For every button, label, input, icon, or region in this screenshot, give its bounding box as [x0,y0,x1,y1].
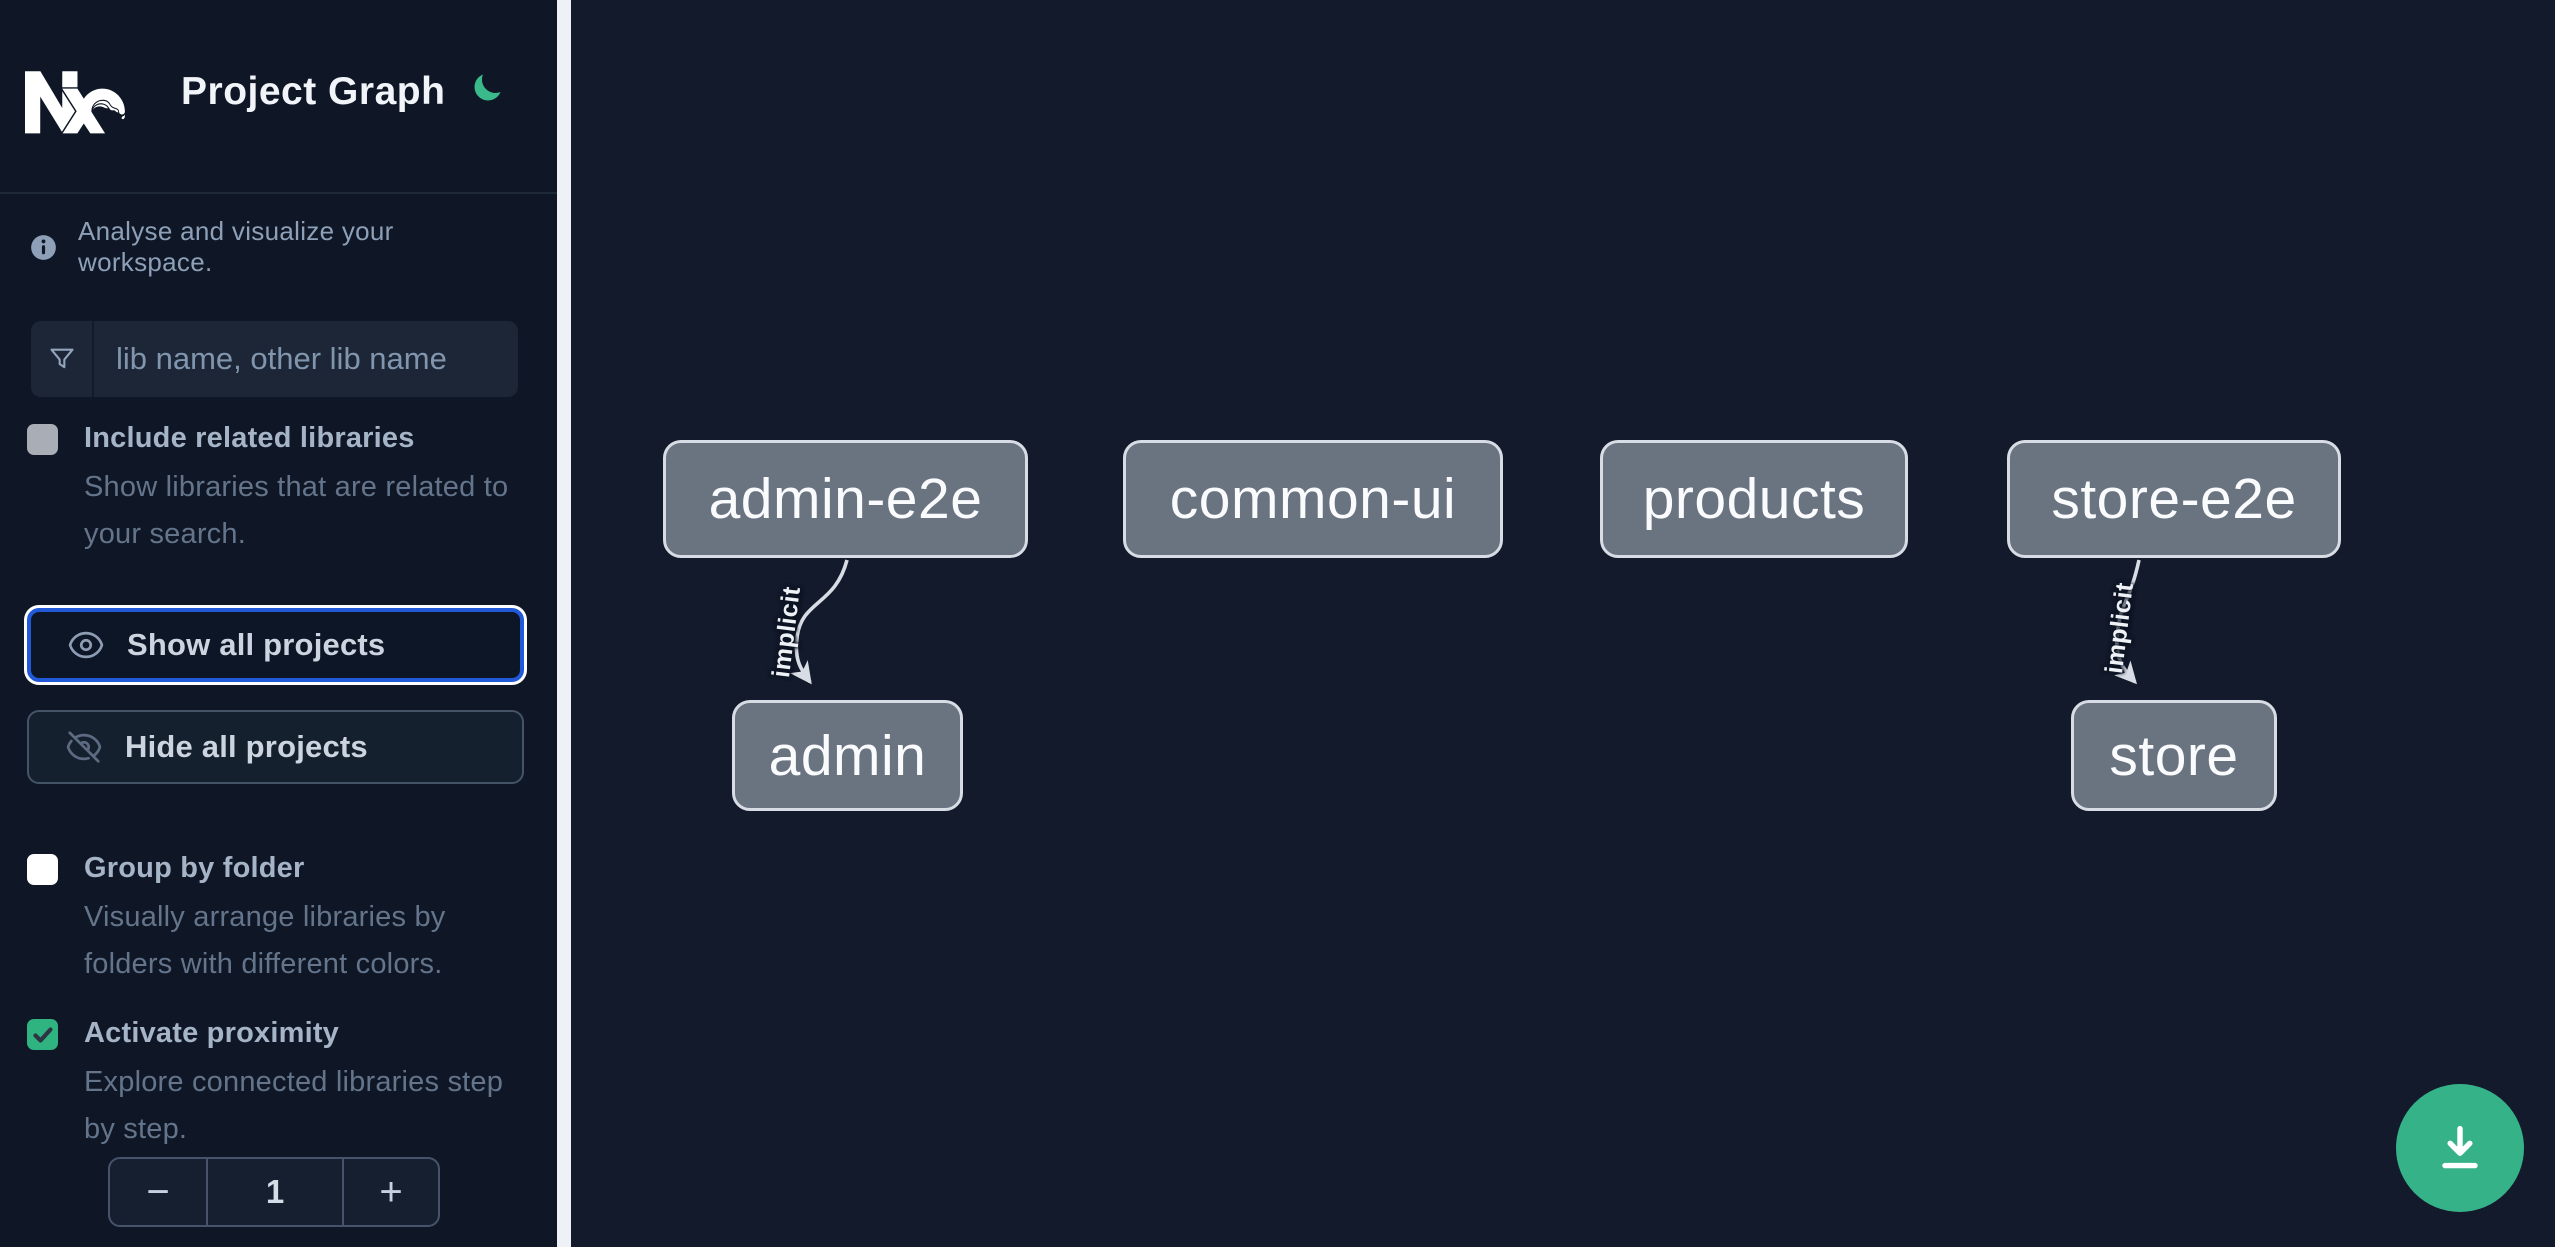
proximity-decrement-button[interactable]: − [110,1159,208,1225]
moon-icon[interactable] [468,68,508,108]
info-icon [30,234,57,261]
project-node-store-e2e[interactable]: store-e2e [2007,440,2341,558]
filter-input[interactable] [94,321,518,397]
filter-box [31,321,518,397]
proximity-increment-button[interactable]: + [342,1159,438,1225]
sidebar-scrollbar[interactable] [557,0,571,1247]
edge-store-e2e-store [2114,559,2141,685]
project-node-store[interactable]: store [2071,700,2277,811]
project-node-products[interactable]: products [1600,440,1908,558]
project-node-admin-e2e[interactable]: admin-e2e [663,440,1028,558]
nx-logo [25,60,126,140]
workspace-tagline: Analyse and visualize your workspace. [30,216,530,278]
graph-canvas[interactable]: implicit implicit admin-e2e common-ui pr… [571,0,2555,1247]
activate-proximity-checkbox[interactable] [27,1019,58,1050]
checkbox-label: Include related libraries [84,422,415,454]
checkbox-row-activate-proximity: Activate proximity Explore connected lib… [27,1017,528,1153]
sidebar: Project Graph Analyse and visualize your… [0,0,557,1247]
show-all-projects-button[interactable]: Show all projects [27,608,524,682]
checkbox-row-group-by-folder: Group by folder Visually arrange librari… [27,852,528,988]
project-node-admin[interactable]: admin [732,700,963,811]
checkbox-label: Group by folder [84,852,305,884]
checkbox-row-include-related: Include related libraries Show libraries… [27,422,528,558]
page-title: Project Graph [181,70,446,113]
check-icon [32,1026,53,1043]
tagline-text: Analyse and visualize your workspace. [78,216,394,277]
checkbox-description: Explore connected libraries step by step… [84,1066,504,1145]
proximity-stepper: − 1 + [108,1157,440,1227]
download-icon [2429,1117,2491,1179]
checkbox-label: Activate proximity [84,1017,340,1049]
group-by-folder-checkbox[interactable] [27,854,58,885]
checkbox-description: Show libraries that are related to your … [84,471,509,550]
project-node-common-ui[interactable]: common-ui [1123,440,1503,558]
hide-all-projects-button[interactable]: Hide all projects [27,710,524,784]
eye-slash-icon [65,728,103,766]
hide-all-projects-label: Hide all projects [125,729,368,764]
edge-admin-e2e-admin [789,559,849,685]
show-all-projects-label: Show all projects [127,627,386,662]
eye-icon [67,626,105,664]
dependency-edges [789,559,2141,685]
proximity-value: 1 [265,1173,285,1210]
sidebar-header: Project Graph [0,0,557,194]
include-related-checkbox[interactable] [27,424,58,455]
checkbox-description: Visually arrange libraries by folders wi… [84,901,446,980]
funnel-icon [31,321,94,397]
download-image-button[interactable] [2396,1084,2524,1212]
